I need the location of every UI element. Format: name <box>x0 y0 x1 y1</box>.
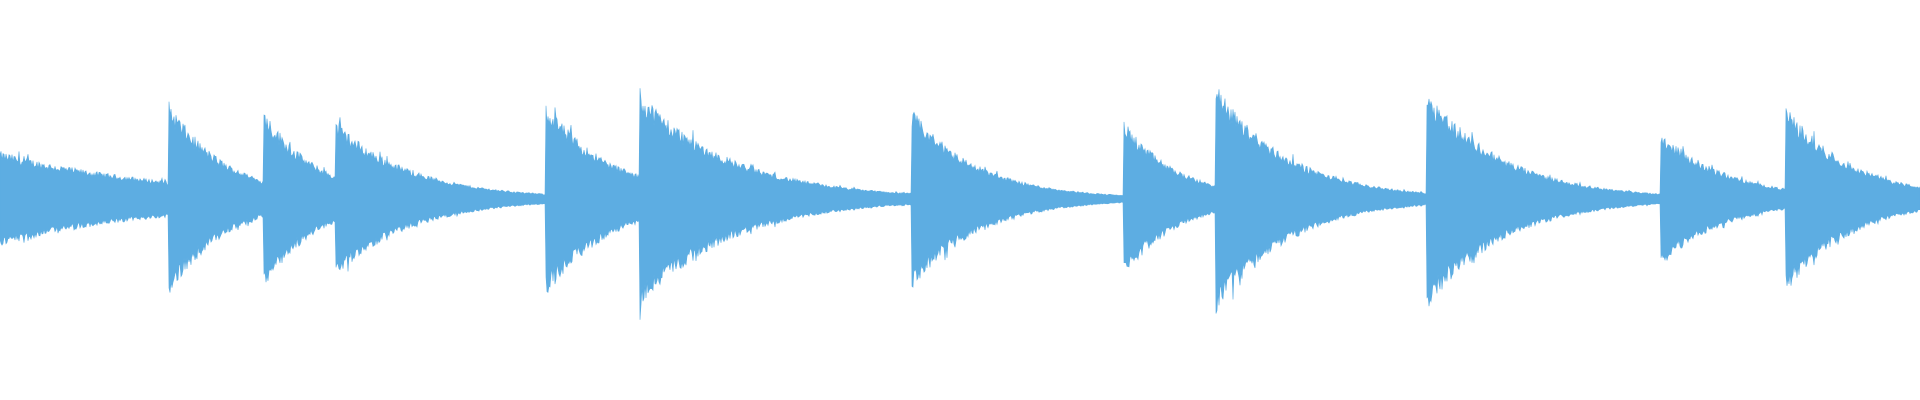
waveform-signal <box>0 88 1920 320</box>
